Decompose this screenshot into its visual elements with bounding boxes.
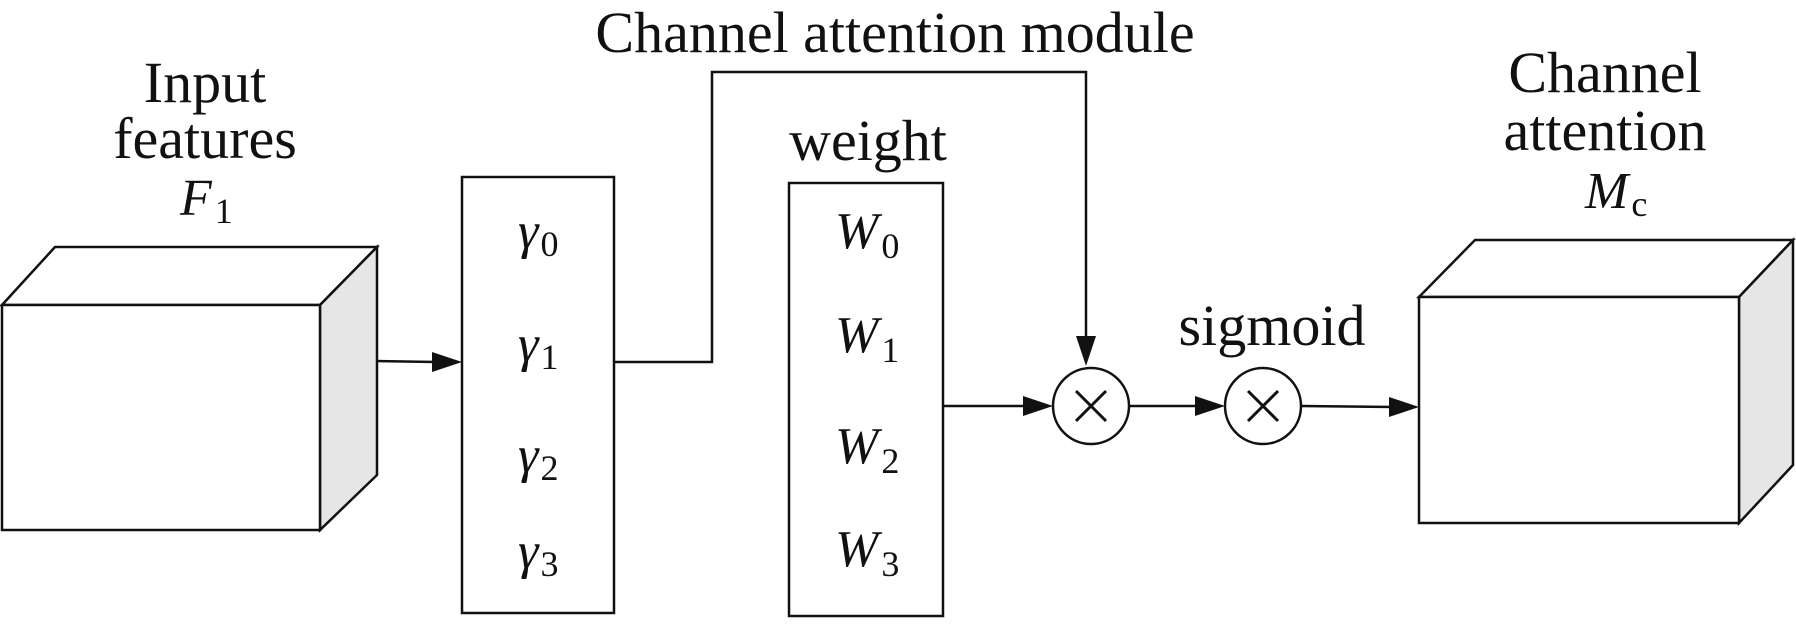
bypass-line [614,70,1088,364]
output-label-line1: Channel [1508,40,1701,105]
channel-attention-cube [1416,236,1796,527]
weight-3: W3 [835,521,899,584]
arrow-input-to-gamma-head [432,352,462,372]
output-symbol: Mc [1584,163,1647,224]
multiply-node-1 [1051,366,1131,446]
arrow-input-to-gamma [376,359,437,364]
arrow-weight-to-multiply-head [1023,396,1053,416]
input-label-line1: Input [144,50,266,115]
gamma-2: γ2 [518,427,559,488]
input-features-cube [0,243,380,533]
weight-2: W2 [835,418,899,481]
weight-column [787,181,945,618]
arrow-multiply-to-sigmoid-head [1195,396,1225,416]
diagram-title: Channel attention module [595,0,1194,65]
sigmoid-label: sigmoid [1179,293,1366,358]
arrow-to-output [1300,404,1394,409]
output-label-line2: attention [1504,98,1707,163]
gamma-0: γ0 [518,203,559,264]
multiply-node-2 [1223,366,1303,446]
gamma-3: γ3 [518,523,559,584]
bypass-arrow-head [1076,336,1096,366]
input-label-line2: features [113,106,297,171]
weight-label: weight [789,108,947,173]
input-symbol: F1 [179,170,233,231]
weight-1: W1 [835,307,899,370]
gamma-column [460,175,616,615]
weight-0: W0 [835,203,899,266]
gamma-1: γ1 [518,316,559,377]
arrow-to-output-head [1389,397,1419,417]
